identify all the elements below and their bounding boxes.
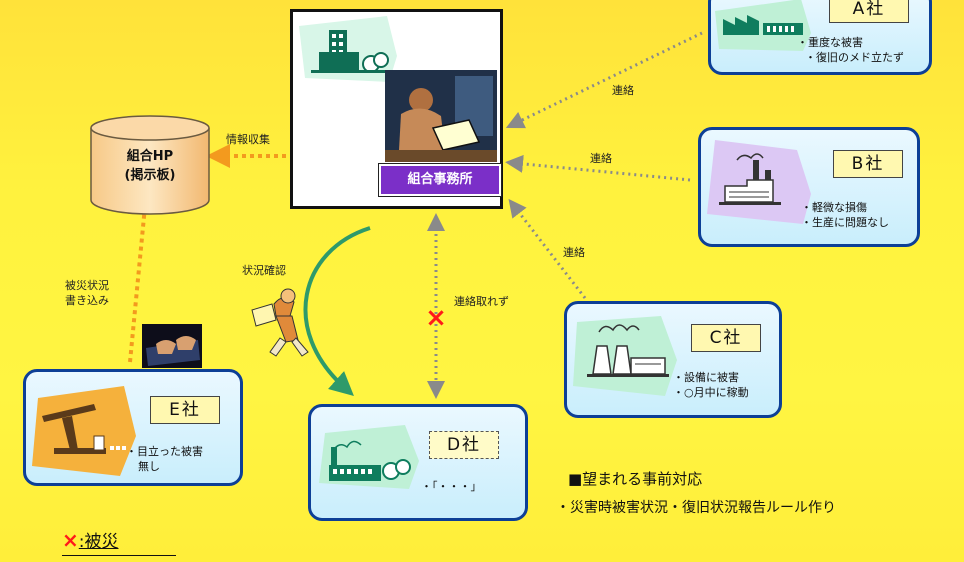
company-b-card: B社 ・軽微な損傷 ・生産に問題なし [698, 127, 920, 247]
label-damage-write-2: 書き込み [65, 294, 109, 307]
office-label: 組合事務所 [378, 163, 502, 197]
label-contact-b: 連絡 [590, 152, 612, 165]
office-building-icon [299, 16, 397, 82]
factory-icon [707, 140, 811, 224]
company-a-name: A社 [829, 0, 909, 23]
company-c-note-1: ・設備に被害 [673, 371, 739, 384]
company-d-name: D社 [429, 431, 499, 459]
company-c-note-2: ・○月中に稼動 [673, 386, 749, 399]
company-d-note-1: ・「・・・」 [421, 480, 482, 493]
label-contact-c: 連絡 [563, 246, 585, 259]
factory-icon [715, 0, 811, 51]
office-worker-icon [385, 70, 497, 162]
arrow-c-to-office [508, 198, 587, 299]
arrow-e-to-hp [128, 184, 157, 363]
damage-cross-icon: × [425, 303, 447, 333]
label-info-collect: 情報収集 [226, 133, 270, 146]
company-b-note-1: ・軽微な損傷 [801, 201, 867, 214]
company-a-note-1: ・重度な被害 [797, 36, 863, 49]
company-c-name: C社 [691, 324, 761, 352]
label-contact-a: 連絡 [612, 84, 634, 97]
company-a-card: A社 ・重度な被害 ・復旧のメド立たず [708, 0, 932, 75]
union-hp-database-icon [90, 115, 210, 215]
company-c-card: C社 ・設備に被害 ・○月中に稼動 [564, 301, 782, 418]
company-b-name: B社 [833, 150, 903, 178]
company-e-name: E社 [150, 396, 220, 424]
prep-item: ・災害時被害状況・復旧状況報告ルール作り [556, 500, 836, 516]
label-status-check: 状況確認 [242, 264, 286, 277]
arrow-a-to-office [505, 31, 703, 129]
messenger-running-icon [251, 288, 309, 357]
company-e-note-1: ・目立った被害 [126, 445, 203, 458]
label-no-contact: 連絡取れず [454, 295, 509, 308]
company-d-card: D社 ・「・・・」 [308, 404, 528, 521]
power-plant-icon [573, 316, 677, 396]
company-e-card: E社 ・目立った被害 無し [23, 369, 243, 486]
legend-cross-icon: × [62, 528, 79, 552]
company-e-note-2: 無し [138, 460, 160, 473]
legend: ×:被災 [62, 527, 119, 552]
company-a-note-2: ・復旧のメド立たず [805, 51, 904, 64]
union-office: 組合事務所 [290, 9, 503, 209]
keyboard-typing-icon [142, 324, 202, 368]
label-damage-write-1: 被災状況 [65, 279, 109, 292]
hp-subtitle: (掲示板) [124, 168, 176, 183]
oil-pump-icon [32, 386, 136, 476]
prep-title: ■望まれる事前対応 [568, 470, 703, 488]
hp-title: 組合HP [126, 149, 174, 164]
legend-text: :被災 [78, 532, 119, 552]
legend-underline [62, 555, 176, 556]
arrow-status-check [303, 226, 371, 396]
factory-icon [319, 425, 419, 489]
company-b-note-2: ・生産に問題なし [801, 216, 889, 229]
